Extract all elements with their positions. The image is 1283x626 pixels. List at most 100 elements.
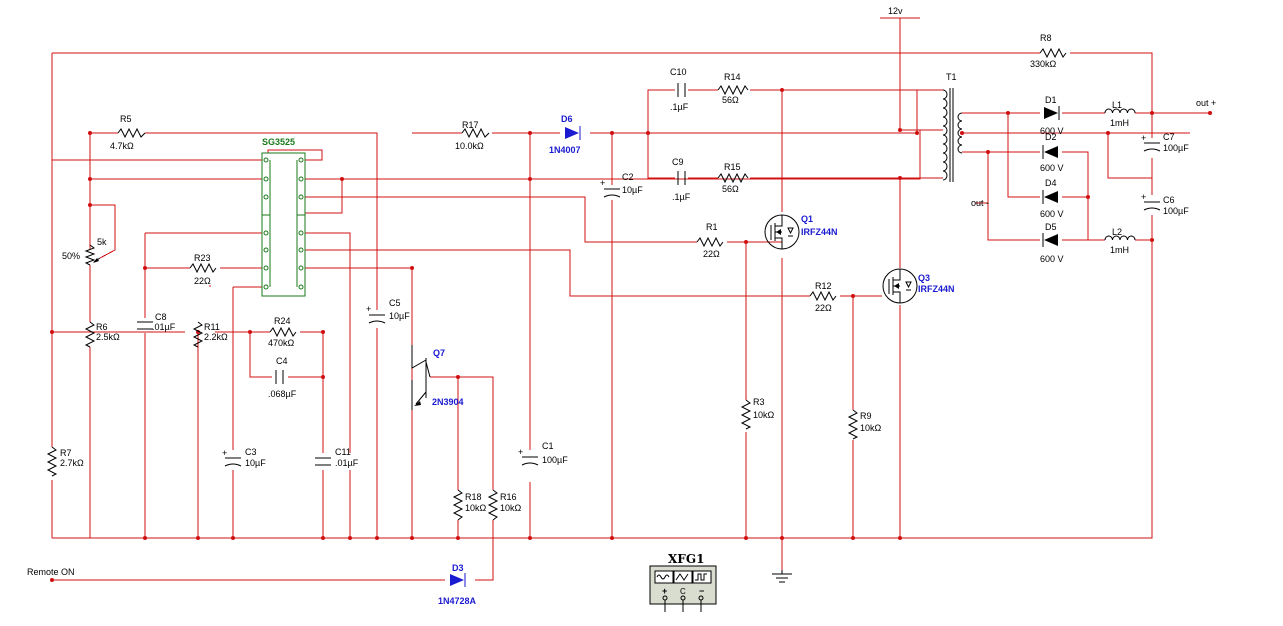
resistor-ref: R14 — [724, 72, 741, 82]
cap-ref: C2 — [622, 172, 634, 182]
inductor-l2[interactable]: L2 1mH — [1104, 227, 1136, 255]
cap-ref: C7 — [1163, 132, 1175, 142]
resistor-r6[interactable]: R6 2.5kΩ — [84, 321, 120, 348]
capacitor-c9[interactable]: C9 .1µF — [672, 157, 691, 202]
resistor-ref: R12 — [815, 281, 832, 291]
resistor-r23[interactable]: R23 22Ω — [189, 253, 217, 286]
potentiometer-5k[interactable]: 5k 50% — [62, 237, 107, 266]
net-label-out-plus[interactable]: out + — [1196, 98, 1216, 108]
capacitor-c3[interactable]: + C3 10µF — [222, 447, 266, 468]
function-generator-xfg1[interactable]: XFG1 + C − — [649, 552, 717, 612]
capacitor-c1[interactable]: + C1 100µF — [518, 441, 568, 466]
capacitor-c4[interactable]: C4 .068µF — [268, 356, 297, 399]
capacitor-c5[interactable]: + C5 10µF — [366, 298, 410, 324]
transformer-ref: T1 — [946, 72, 957, 82]
cap-value: 10µF — [622, 185, 643, 195]
capacitor-c10[interactable]: C10 .1µF — [670, 67, 689, 112]
cap-value: 10µF — [389, 311, 410, 321]
xfg-ref: XFG1 — [668, 552, 704, 566]
resistor-r14[interactable]: R14 56Ω — [717, 72, 749, 105]
resistor-ref: R7 — [60, 448, 72, 458]
svg-text:+: + — [600, 178, 605, 188]
svg-text:+: + — [222, 448, 227, 458]
mosfet-q1[interactable]: Q1 IRFZ44N — [764, 214, 838, 250]
diode-d2[interactable]: D2 600 V — [1040, 132, 1064, 173]
resistor-r5[interactable]: R5 4.7kΩ — [110, 114, 146, 151]
cap-ref: C8 — [155, 312, 167, 322]
diode-ref: D1 — [1045, 95, 1057, 105]
resistor-r3[interactable]: R3 10kΩ — [740, 397, 775, 430]
ground-symbol[interactable] — [772, 570, 792, 583]
capacitor-c7[interactable]: + C7 100µF — [1141, 132, 1189, 153]
cap-value: .1µF — [672, 192, 691, 202]
mosfet-ref: Q1 — [801, 214, 813, 224]
diode-value: 1N4728A — [438, 596, 477, 606]
cap-value: 100µF — [1163, 206, 1189, 216]
diode-d1[interactable]: D1 600 V — [1040, 95, 1064, 136]
inductor-value: 1mH — [1110, 118, 1129, 128]
cap-value: 100µF — [542, 455, 568, 465]
cap-ref: C9 — [672, 157, 684, 167]
svg-text:−: − — [699, 586, 704, 596]
cap-value: .01µF — [335, 458, 359, 468]
resistor-ref: R15 — [724, 162, 741, 172]
cap-value: .01µF — [152, 322, 176, 332]
capacitor-c8[interactable]: C8 .01µF — [137, 312, 176, 332]
diode-value: 600 V — [1040, 209, 1064, 219]
resistor-value: 10kΩ — [860, 423, 882, 433]
cap-ref: C5 — [389, 298, 401, 308]
resistor-ref: R24 — [274, 316, 291, 326]
mosfet-q3[interactable]: Q3 IRFZ44N — [882, 268, 955, 304]
supply-label: 12v — [888, 6, 903, 16]
capacitor-c2[interactable]: + C2 10µF — [600, 172, 643, 198]
resistor-ref: R9 — [860, 411, 872, 421]
bjt-q7[interactable]: Q7 2N3904 — [411, 345, 464, 410]
resistor-value: 22Ω — [815, 303, 832, 313]
resistor-r16[interactable]: R16 10kΩ — [487, 489, 522, 521]
diode-d6[interactable]: D6 1N4007 — [549, 114, 581, 155]
diode-d5[interactable]: D5 600 V — [1040, 222, 1064, 264]
resistor-value: 470kΩ — [268, 338, 295, 348]
resistor-r7[interactable]: R7 2.7kΩ — [46, 446, 84, 477]
resistor-r12[interactable]: R12 22Ω — [809, 281, 837, 313]
pot-setting: 50% — [62, 251, 80, 261]
mosfet-ref: Q3 — [918, 273, 930, 283]
wires — [51, 17, 1210, 581]
net-label-out-minus[interactable]: out - — [971, 198, 989, 208]
resistor-r11[interactable]: R11 2.2kΩ — [192, 321, 228, 348]
resistor-r8[interactable]: R8 330kΩ — [1030, 33, 1067, 69]
transformer-t1[interactable]: T1 — [942, 72, 963, 182]
remote-on-label: Remote ON — [27, 567, 75, 577]
cap-ref: C10 — [670, 67, 687, 77]
resistor-value: 10kΩ — [500, 503, 522, 513]
cap-ref: C1 — [542, 441, 554, 451]
supply-12v[interactable]: 12v — [888, 6, 903, 16]
resistor-r18[interactable]: R18 10kΩ — [452, 489, 487, 521]
diode-value: 600 V — [1040, 163, 1064, 173]
resistor-r24[interactable]: R24 470kΩ — [268, 316, 297, 348]
diode-value: 600 V — [1040, 126, 1064, 136]
resistor-r15[interactable]: R15 56Ω — [717, 162, 749, 194]
diode-d3[interactable]: D3 1N4728A — [438, 563, 477, 606]
net-label-remote-on[interactable]: Remote ON — [27, 567, 75, 577]
resistor-value: 56Ω — [722, 95, 739, 105]
junctions — [50, 88, 1212, 582]
diode-d4[interactable]: D4 600 V — [1040, 178, 1064, 219]
capacitor-c11[interactable]: C11 .01µF — [315, 447, 359, 468]
cap-value: .1µF — [670, 102, 689, 112]
bjt-value: 2N3904 — [432, 397, 464, 407]
resistor-value: 2.5kΩ — [96, 332, 120, 342]
resistor-value: 10kΩ — [465, 503, 487, 513]
cap-value: .068µF — [268, 389, 297, 399]
resistor-r1[interactable]: R1 22Ω — [696, 222, 724, 259]
mosfet-value: IRFZ44N — [801, 227, 838, 237]
resistor-value: 2.7kΩ — [60, 458, 84, 468]
resistor-r17[interactable]: R17 10.0kΩ — [455, 120, 490, 151]
resistor-value: 10.0kΩ — [455, 141, 484, 151]
resistor-value: 2.2kΩ — [204, 332, 228, 342]
capacitor-c6[interactable]: + C6 100µF — [1141, 192, 1189, 216]
resistor-value: 22Ω — [194, 276, 211, 286]
inductor-l1[interactable]: L1 1mH — [1104, 100, 1136, 128]
ic-sg3525[interactable]: SG3525 — [261, 137, 306, 297]
resistor-r9[interactable]: R9 10kΩ — [847, 409, 882, 440]
